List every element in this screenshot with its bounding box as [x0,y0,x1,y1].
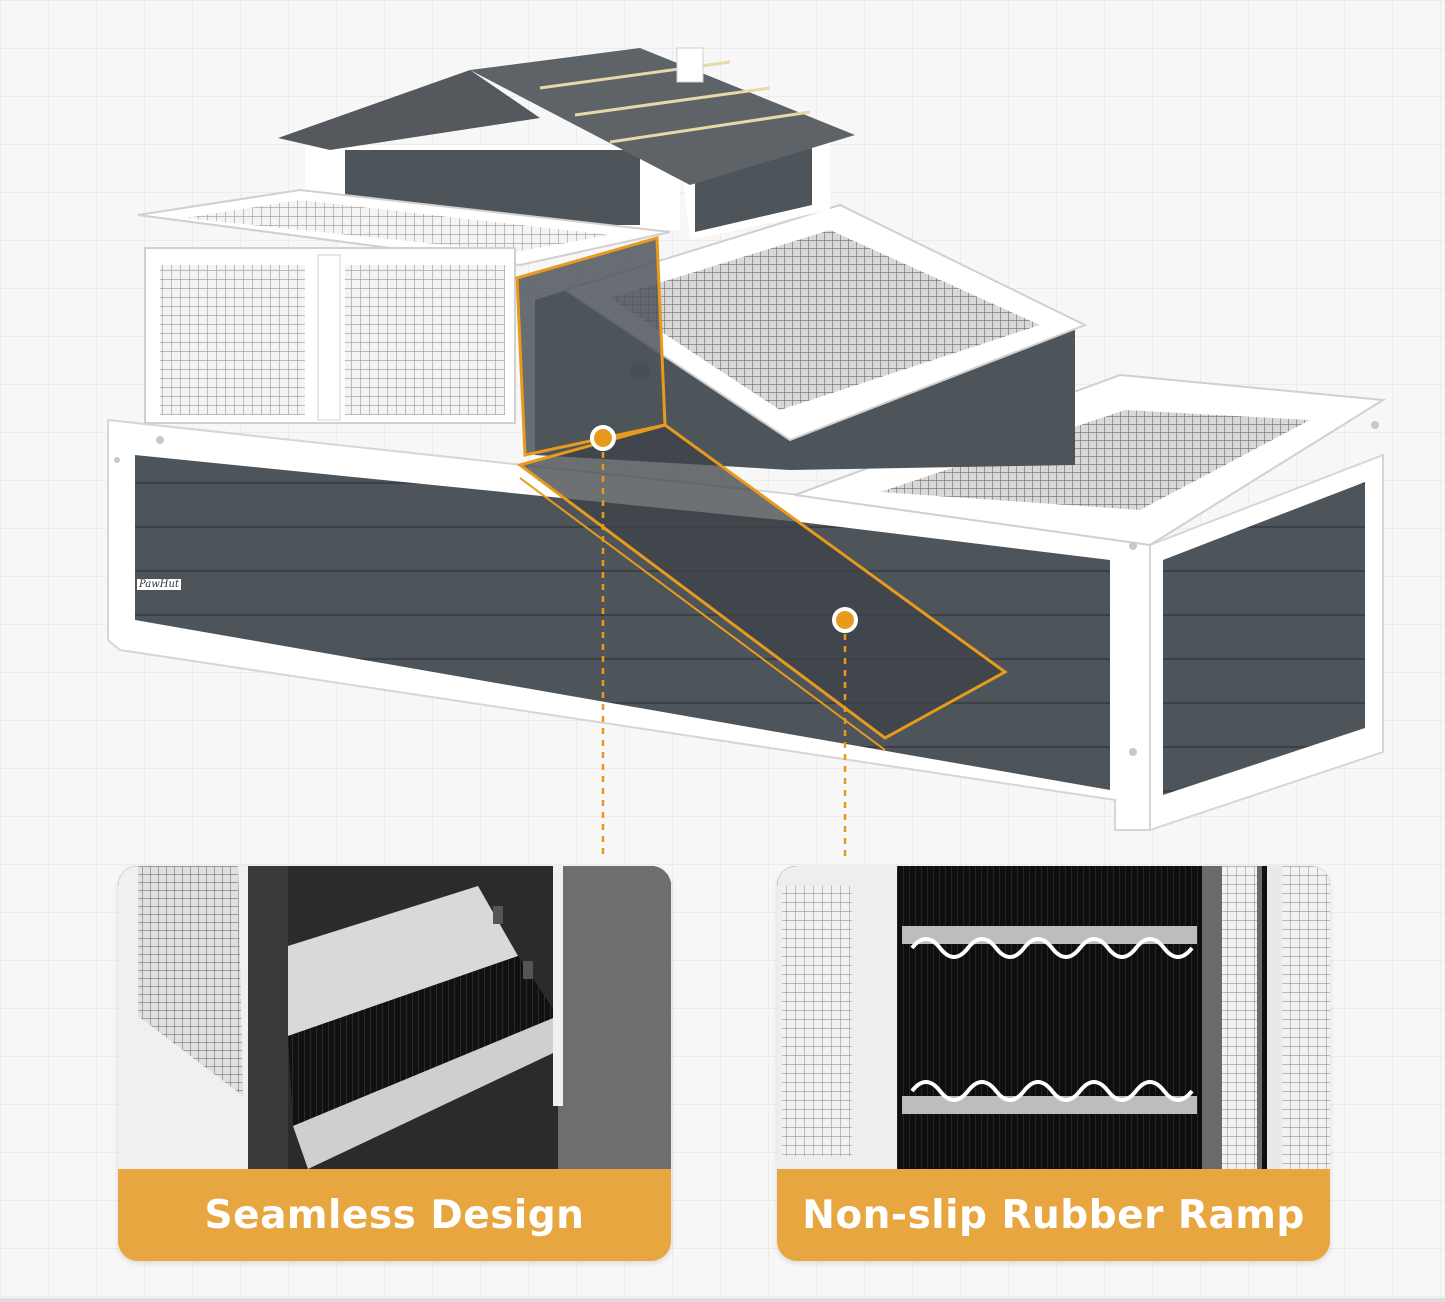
seamless-design-label: Seamless Design [204,1192,585,1238]
roof-main [470,48,855,185]
right-top-mesh [880,410,1310,510]
left-run-top-mesh [185,200,610,252]
middle-lid-mesh [610,230,1040,410]
hutch-illustration [107,47,1387,860]
base-side-panel [1163,482,1365,795]
ramp-detail-photo [777,866,1330,1169]
chimney [676,47,704,83]
roof-left [278,70,540,150]
seamless-detail-photo [118,866,671,1169]
callout-card-seamless: Seamless Design [118,866,671,1261]
ramp-door-outline [515,236,667,457]
ramp-outline [516,423,1008,740]
brand-logo: PawHut [137,579,181,590]
left-run-mesh-1 [160,265,305,415]
bottom-divider [0,1298,1445,1302]
non-slip-ramp-label: Non-slip Rubber Ramp [802,1192,1305,1238]
orange-dot-icon [832,607,858,633]
callout-card-ramp: Non-slip Rubber Ramp [777,866,1330,1261]
left-run-mesh-2 [345,265,505,415]
orange-dot-icon [590,425,616,451]
